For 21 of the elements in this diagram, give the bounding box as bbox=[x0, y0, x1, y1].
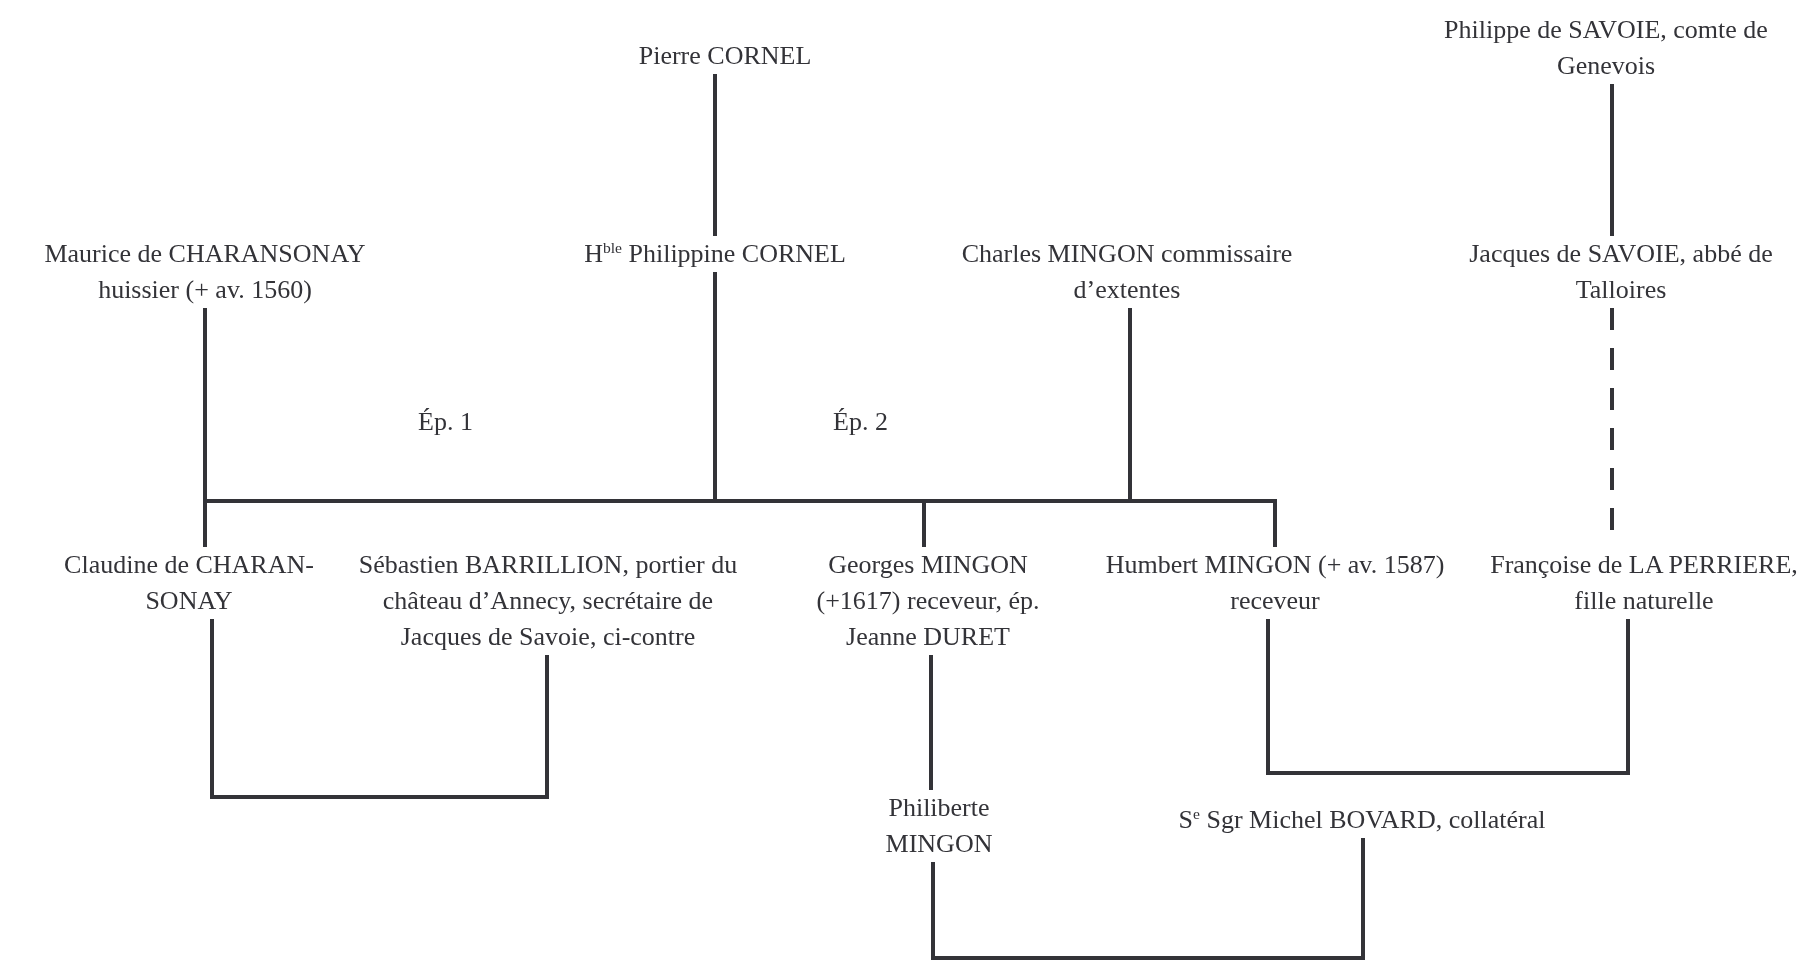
person-name: S$^{e}$ Sgr Michel BOVARD, collatéral bbox=[1132, 802, 1592, 838]
person-name: Philippe de SAVOIE, comte de Genevois bbox=[1406, 12, 1806, 84]
person-name: Françoise de LA PERRIERE, fille naturelle bbox=[1471, 547, 1817, 619]
person-name: H$^{ble}$ Philippine CORNEL bbox=[535, 236, 895, 272]
edge-label: Ép. 2 bbox=[833, 406, 888, 438]
family-line bbox=[931, 838, 1365, 960]
person-name: Pierre CORNEL bbox=[575, 38, 875, 74]
person-name: Humbert MINGON (+ av. 1587) receveur bbox=[1095, 547, 1455, 619]
family-line bbox=[210, 619, 549, 799]
edge-label: Ép. 1 bbox=[418, 406, 473, 438]
family-line bbox=[1266, 619, 1630, 775]
person-name: Sébastien BARRILLION, portier du château d’Annecy, secrétaire de Jacques de Savoie, ci-contre bbox=[343, 547, 753, 655]
family-line bbox=[1610, 84, 1614, 236]
family-line bbox=[713, 74, 717, 236]
family-line bbox=[929, 655, 933, 790]
person-name: Jacques de SAVOIE, abbé de Talloires bbox=[1431, 236, 1811, 308]
person-name: Georges MINGON (+1617) receveur, ép. Jeanne DURET bbox=[783, 547, 1073, 655]
person-name: Maurice de CHARANSONAY huissier (+ av. 1560) bbox=[5, 236, 405, 308]
person-name: Philiberte MINGON bbox=[849, 790, 1029, 862]
person-name: Claudine de CHARAN-SONAY bbox=[49, 547, 329, 619]
person-name: Charles MINGON commissaire d’extentes bbox=[917, 236, 1337, 308]
